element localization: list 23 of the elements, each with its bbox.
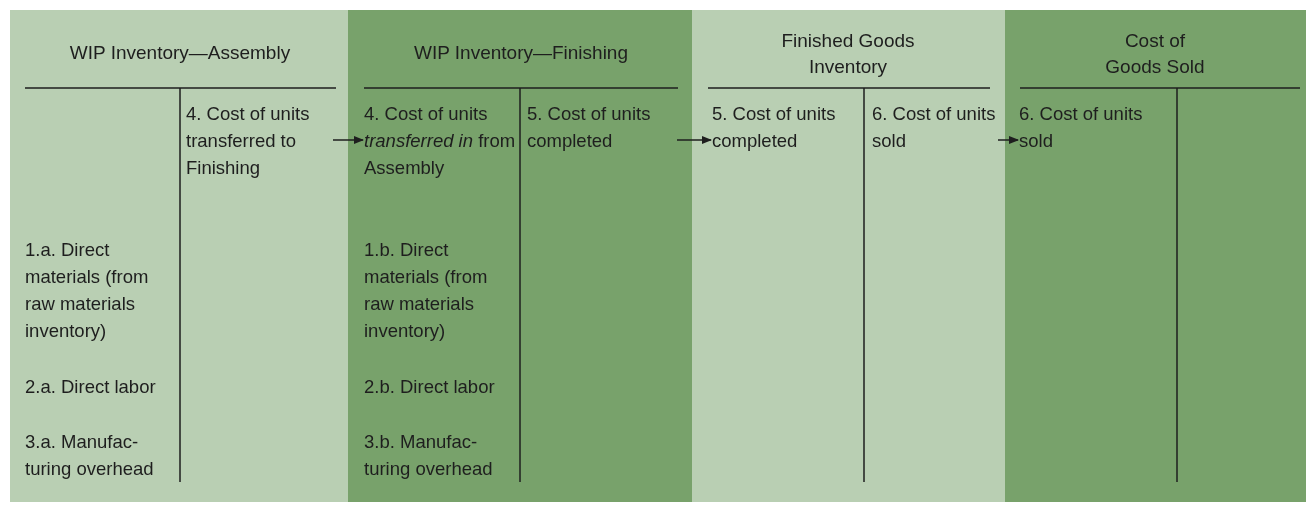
- account-title: Finished Goods Inventory: [780, 29, 916, 79]
- journal-entry-text: 3.b. Manufac- turing overhead: [364, 428, 516, 482]
- journal-entry-text: 1.b. Direct materials (from raw materials inventory): [364, 236, 516, 344]
- journal-entry-text: 6. Cost of units sold: [872, 100, 996, 154]
- arrow: [997, 135, 1020, 145]
- journal-entry-text: 5. Cost of units completed: [527, 100, 675, 154]
- journal-entry-text: 5. Cost of units completed: [712, 100, 860, 154]
- journal-entry-text: 2.b. Direct labor: [364, 373, 516, 400]
- account-title: WIP Inventory—Assembly: [68, 41, 292, 65]
- journal-entry-text: 1.a. Direct materials (from raw materials inventory): [25, 236, 177, 344]
- account-panel: [348, 10, 692, 502]
- arrow: [332, 135, 365, 145]
- account-panel: [692, 10, 1005, 502]
- account-panel: [10, 10, 348, 502]
- journal-entry-text: 6. Cost of units sold: [1019, 100, 1169, 154]
- journal-entry-text: 4. Cost of units transferred to Finishing: [186, 100, 331, 181]
- arrow: [676, 135, 713, 145]
- journal-entry-text: 4. Cost of units transferred in from Assembly: [364, 100, 516, 181]
- journal-entry-text: 3.a. Manufac- turing overhead: [25, 428, 177, 482]
- account-panel: [1005, 10, 1306, 502]
- journal-entry-text: 2.a. Direct labor: [25, 373, 177, 400]
- account-title: Cost of Goods Sold: [1104, 29, 1206, 79]
- account-title: WIP Inventory—Finishing: [413, 41, 629, 65]
